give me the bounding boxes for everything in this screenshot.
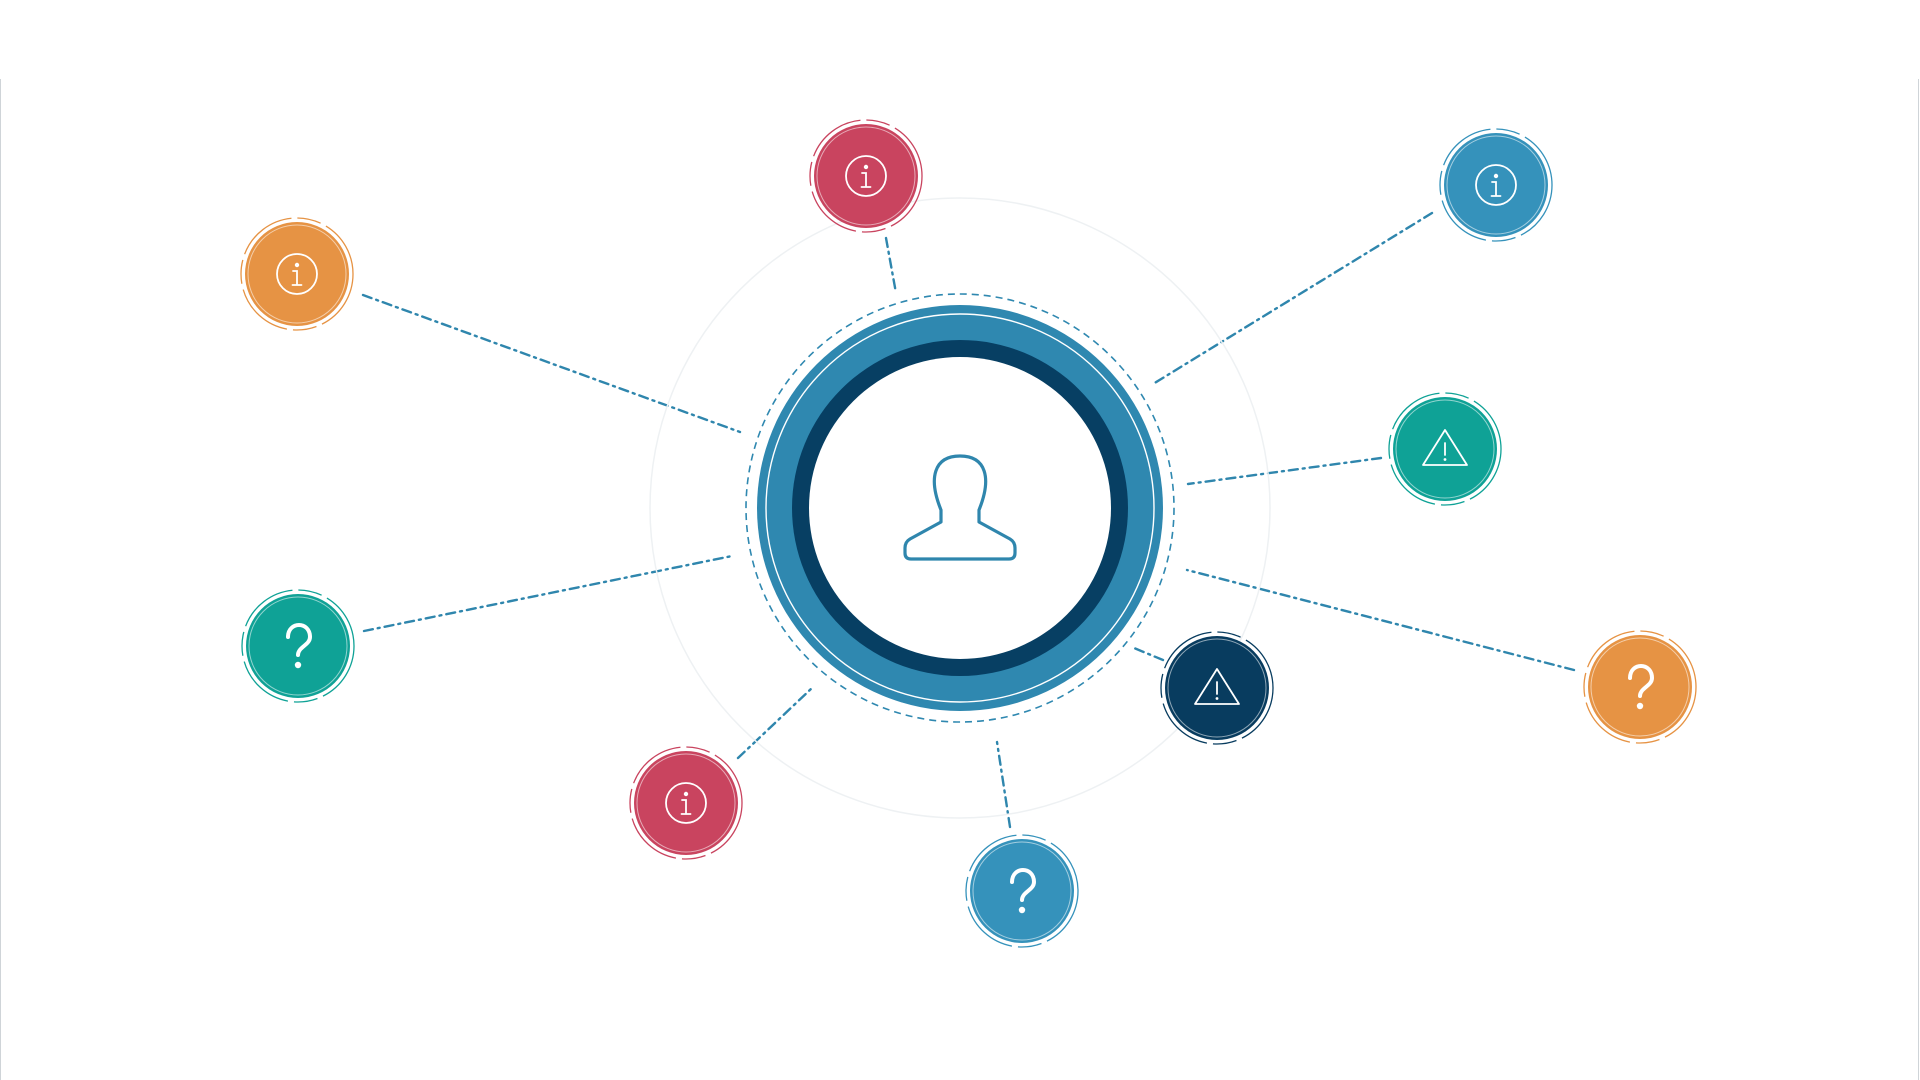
node-outline-ring [240, 217, 354, 331]
node-outline-ring [1388, 392, 1502, 506]
connector-crimson-info-top [884, 236, 898, 295]
question-icon [1010, 868, 1037, 914]
hub-dashed-ring [745, 293, 1175, 723]
node-inner-ring [816, 126, 916, 226]
node-inner-ring [1167, 638, 1267, 738]
left-border-line [0, 79, 1, 1080]
node-orange-question-right[interactable] [1583, 630, 1697, 744]
node-outline-ring [1583, 630, 1697, 744]
node-crimson-info-lower-left[interactable] [629, 746, 743, 860]
node-teal-warning-right[interactable] [1388, 392, 1502, 506]
node-inner-ring [248, 596, 348, 696]
node-outline-ring [241, 589, 355, 703]
node-inner-ring [972, 841, 1072, 941]
node-outline-ring [1160, 631, 1274, 745]
connector-lines [361, 211, 1576, 829]
connector-orange-info-top-left [361, 293, 742, 434]
connector-crimson-info-lower-left [736, 686, 814, 760]
node-outline-ring [629, 746, 743, 860]
connector-teal-warning-right [1186, 456, 1383, 486]
connector-blue-info-top-right [1151, 211, 1434, 386]
node-outline-ring [965, 834, 1079, 948]
node-navy-warning-lower-right[interactable] [1160, 631, 1274, 745]
info-icon [845, 155, 887, 197]
node-inner-ring [1446, 135, 1546, 235]
info-icon [276, 253, 318, 295]
connector-orange-question-right [1185, 568, 1576, 672]
question-icon [286, 623, 313, 669]
faint-orbit-ring [649, 197, 1271, 819]
node-inner-ring [1590, 637, 1690, 737]
hub-thin-white-ring [765, 313, 1155, 703]
user-silhouette-icon [903, 454, 1017, 561]
node-disc [1588, 635, 1692, 739]
info-icon [1475, 164, 1517, 206]
central-hub [649, 197, 1271, 819]
satellite-nodes [240, 119, 1697, 948]
connector-blue-question-bottom [995, 740, 1012, 829]
hub-center-disc [809, 357, 1111, 659]
node-disc [970, 839, 1074, 943]
node-teal-question-left[interactable] [241, 589, 355, 703]
node-inner-ring [636, 753, 736, 853]
node-orange-info-top-left[interactable] [240, 217, 354, 331]
node-outline-ring [1439, 128, 1553, 242]
connector-navy-warning-lower-right [1132, 646, 1165, 662]
warning-icon [1422, 429, 1468, 466]
right-border-line [1918, 79, 1919, 1080]
node-disc [246, 594, 350, 698]
question-icon [1628, 664, 1655, 710]
node-inner-ring [1395, 399, 1495, 499]
node-crimson-info-top[interactable] [809, 119, 923, 233]
node-inner-ring [247, 224, 347, 324]
warning-icon [1194, 668, 1240, 705]
node-blue-question-bottom[interactable] [965, 834, 1079, 948]
node-outline-ring [809, 119, 923, 233]
node-blue-info-top-right[interactable] [1439, 128, 1553, 242]
connector-teal-question-left [362, 554, 734, 633]
info-icon [665, 782, 707, 824]
